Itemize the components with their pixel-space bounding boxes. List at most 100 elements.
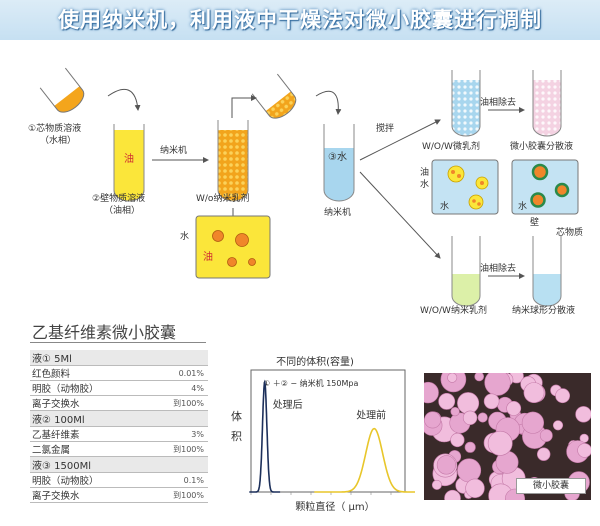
tilted-tube-core — [39, 67, 85, 113]
capsule-sphere — [457, 458, 482, 483]
x-axis-label: 颗粒直径（ μm） — [295, 500, 374, 513]
recipe-ingredient: 乙基纤维素 — [30, 426, 148, 442]
microcapsule-image — [424, 373, 591, 500]
recipe-ingredient: 液② 100Ml — [30, 410, 148, 427]
oil-removal-bottom-label: 油相除去 — [480, 264, 517, 274]
wow-micro-label: W/O/W微乳剂 — [422, 142, 480, 152]
tube-water — [323, 124, 355, 202]
capsule-sphere — [539, 429, 553, 442]
recipe-ingredient: 离子交换水 — [30, 395, 148, 411]
stirring-label: 搅拌 — [376, 124, 395, 134]
capsule-dispersion-label: 微小胶囊分散液 — [510, 142, 574, 152]
water3-label: ③水 — [328, 152, 347, 163]
recipe-row: 离子交换水到100% — [30, 487, 208, 503]
water-detail-label-2: 水 — [440, 202, 450, 212]
plot-frame — [250, 369, 406, 493]
nanomachine-label-2: 纳米机 — [324, 208, 352, 218]
tube-sphere-dispersion — [532, 236, 562, 307]
capsule-sphere — [450, 432, 465, 448]
ylabel-char-2: 积 — [231, 430, 242, 443]
capsule-sphere — [477, 412, 488, 423]
wall-solution-label: ②壁物质溶液 — [92, 194, 146, 204]
chart-title: 不同的体积(容量) — [276, 357, 354, 368]
recipe-group-row: 液② 100Ml — [30, 410, 208, 427]
series-line-1 — [249, 379, 281, 493]
recipe-amount: 0.01% — [147, 365, 208, 381]
capsule-sphere — [483, 393, 500, 410]
water-label: 水 — [180, 232, 190, 242]
arrow-pour-2 — [231, 95, 257, 118]
recipe-amount: 到100% — [147, 395, 208, 411]
capsule-sphere — [465, 478, 485, 499]
oil-in-box-label: 油 — [203, 252, 213, 263]
recipe-group-row: 液③ 1500Ml — [30, 456, 208, 473]
capsule-sphere — [457, 392, 480, 415]
wo-emulsion-label: W/o纳米乳剂 — [196, 194, 250, 204]
oil-detail-label: 油 — [420, 168, 430, 178]
tube-wo-emulsion — [217, 120, 249, 202]
capsule-sphere — [431, 479, 442, 490]
recipe-row: 明胶（动物胶）0.1% — [30, 472, 208, 488]
process-diagram — [39, 67, 579, 307]
recipe-amount: 3% — [147, 426, 208, 442]
capsule-sphere — [523, 382, 545, 404]
recipe-row: 离子交换水到100% — [30, 395, 208, 411]
arrow-nanomachine-2 — [359, 171, 441, 259]
nanomachine-label-1: 纳米机 — [160, 146, 188, 156]
recipe-ingredient: 明胶（动物胶） — [30, 380, 148, 396]
title-banner — [0, 0, 600, 40]
capsule-sphere — [555, 388, 570, 404]
capsule-sphere — [462, 410, 478, 425]
capsule-sphere — [506, 401, 522, 416]
core-phase-label: （水相） — [40, 136, 77, 146]
arrow-pour-1 — [107, 88, 141, 111]
water-detail-label-3: 水 — [518, 202, 528, 212]
capsule-sphere — [447, 373, 458, 383]
capsule-sphere — [487, 430, 513, 456]
series-label-2: 处理前 — [356, 409, 386, 422]
wo-emulsion-box — [195, 215, 271, 279]
chart-legend: ① ＋② − 纳米机 150Mpa — [263, 378, 358, 388]
tube-capsule-dispersion — [532, 70, 562, 137]
recipe-ingredient: 二氯金属 — [30, 441, 148, 457]
arrow-stir — [359, 119, 441, 161]
capsule-sphere — [575, 406, 591, 423]
recipe-amount — [147, 456, 208, 473]
recipe-amount: 4% — [147, 380, 208, 396]
capsule-sphere — [424, 381, 439, 404]
recipe-ingredient: 红色颜料 — [30, 365, 148, 381]
recipe-divider — [30, 342, 206, 343]
wall-phase-label: （油相） — [104, 206, 141, 216]
capsule-sphere — [577, 443, 591, 458]
core-material-label: 芯物质 — [556, 228, 584, 238]
recipe-row: 二氯金属到100% — [30, 441, 208, 457]
recipe-amount: 到100% — [147, 441, 208, 457]
recipe-ingredient: 液① 5Ml — [30, 350, 148, 366]
capsule-sphere — [521, 411, 544, 434]
capsule-sphere — [536, 447, 551, 461]
recipe-amount: 到100% — [147, 487, 208, 503]
series-line-2 — [314, 427, 415, 493]
capsule-sphere — [424, 411, 442, 429]
capsule-sphere — [464, 441, 476, 453]
wall-label: 壁 — [530, 218, 540, 228]
tube-wall-solution — [113, 124, 145, 202]
capsule-detail-box — [511, 159, 579, 215]
tilted-tube-emulsion — [251, 73, 297, 119]
recipe-ingredient: 明胶（动物胶） — [30, 472, 148, 488]
oil-in-tube-label: 油 — [124, 154, 134, 165]
capsule-sphere — [438, 392, 456, 410]
capsule-sphere — [450, 406, 460, 417]
capsule-sphere — [436, 455, 456, 475]
recipe-ingredient: 离子交换水 — [30, 487, 148, 503]
wow-detail-box — [431, 159, 499, 215]
series-label-1: 处理后 — [273, 399, 303, 411]
oil-removal-top-label: 油相除去 — [480, 98, 517, 108]
capsule-sphere — [552, 420, 564, 431]
capsule-sphere — [474, 373, 484, 382]
core-solution-label: ①芯物质溶液 — [28, 124, 82, 134]
photo-caption: 微小胶囊 — [516, 478, 586, 494]
page-title: 使用纳米机，利用液中干燥法对微小胶囊进行调制 — [58, 8, 542, 32]
wow-nano-label: W/O/W纳米乳剂 — [420, 306, 487, 316]
